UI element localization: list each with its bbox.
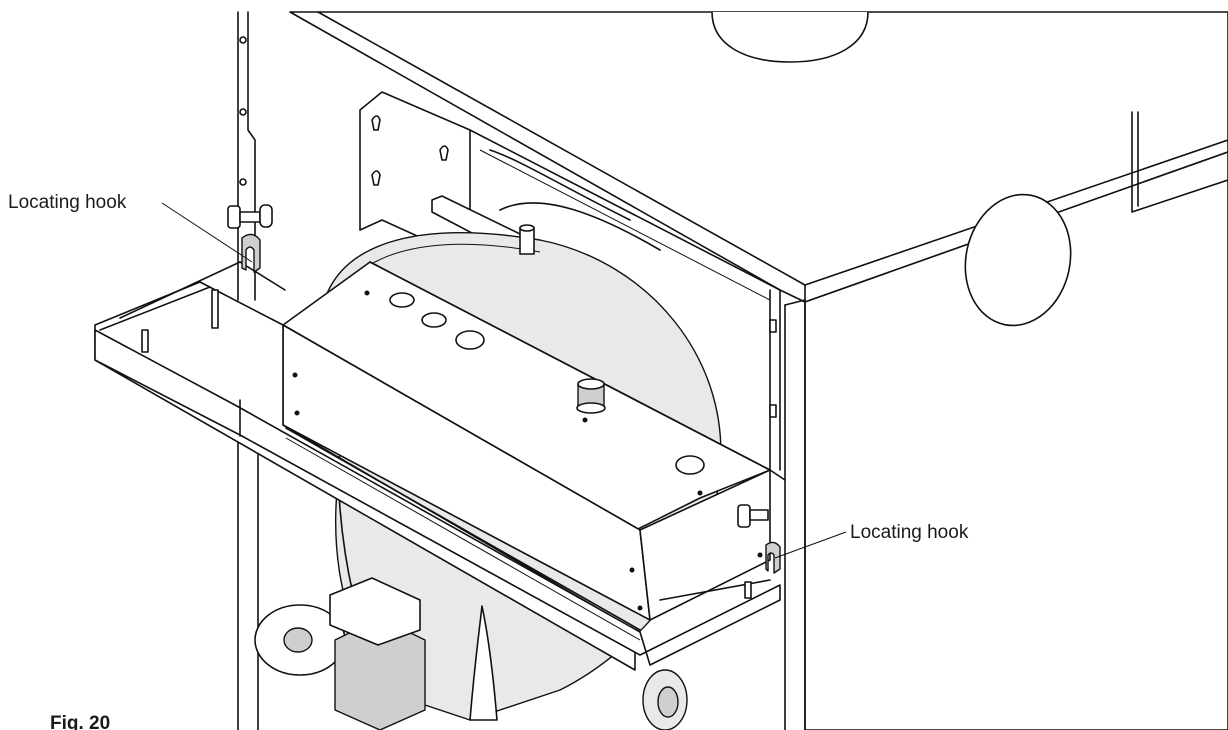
keyhole (439, 145, 449, 161)
left-locating-hook (241, 233, 261, 273)
tray-pin (141, 329, 149, 353)
callout-leader-right (774, 531, 847, 559)
rail-slot (769, 319, 777, 333)
callout-label-right-locating-hook: Locating hook (850, 522, 969, 543)
tray-inner-rail-lower (285, 437, 641, 641)
flue-spigot-upper (489, 149, 631, 221)
screw (757, 552, 763, 558)
screw (629, 567, 635, 573)
recess-edge (469, 129, 781, 471)
left-fixing-screw-shaft (239, 211, 261, 223)
pump-terminal-box (329, 577, 421, 646)
screw (364, 290, 370, 296)
vessel-valve-cap (519, 224, 535, 232)
tray-back-edge (239, 261, 286, 291)
callout-label-left-locating-hook: Locating hook (8, 192, 127, 213)
frame-hole (239, 178, 247, 186)
figure-caption: Fig. 20 (50, 713, 111, 730)
left-fixing-screw-head (227, 205, 241, 229)
tray-pin (211, 289, 219, 329)
tray-pin (744, 581, 752, 599)
tray-inner-rail (285, 427, 641, 631)
right-locating-hook (765, 541, 781, 574)
right-fixing-screw-shaft (749, 509, 769, 521)
sensor-probe (469, 605, 498, 721)
cable-gland-base (576, 402, 606, 414)
cable-hole (421, 312, 447, 328)
callout-leader-left (161, 202, 253, 263)
screw (582, 417, 588, 423)
keyhole (371, 170, 381, 186)
screw (697, 490, 703, 496)
rail-slot (769, 404, 777, 418)
right-fixing-screw-head (737, 504, 751, 528)
frame-hole (239, 108, 247, 116)
tray-left-rim (99, 286, 211, 331)
side-knockout-port (964, 193, 1072, 327)
cable-hole (389, 292, 415, 308)
blanking-plug (675, 455, 705, 475)
left-fixing-screw-end (259, 204, 273, 228)
vessel-valve (519, 227, 535, 255)
control-box-back-edge (369, 261, 771, 471)
pump-port (283, 627, 313, 653)
front-rail (769, 289, 786, 481)
casing-corner-cap (784, 299, 806, 306)
hinged-tray-front-lip (94, 329, 781, 666)
screw (292, 372, 298, 378)
blanking-plug (455, 330, 485, 350)
flue-spigot-lower (499, 202, 661, 251)
screw (637, 605, 643, 611)
tray-left-rim-inner (119, 261, 241, 319)
top-flue-port (711, 11, 869, 63)
screw (294, 410, 300, 416)
keyhole (371, 115, 381, 131)
cable-gland-top (577, 378, 605, 390)
casing-top-edge (317, 11, 806, 286)
drain-valve-inner (657, 686, 679, 718)
frame-hole (239, 36, 247, 44)
side-bracket (1131, 111, 1228, 213)
